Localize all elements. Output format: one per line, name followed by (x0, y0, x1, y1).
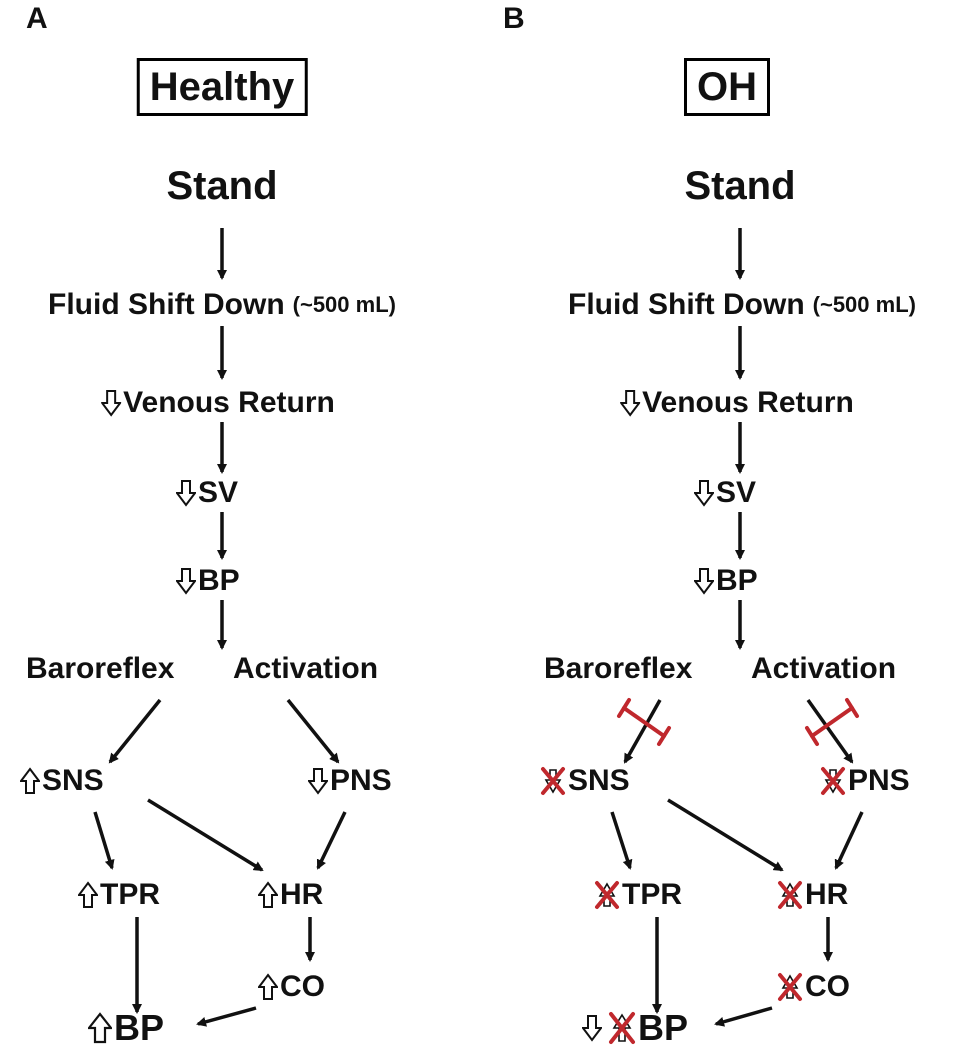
arrow-a-sns-tpr (93, 811, 115, 870)
panel-b-hr: HR (777, 880, 848, 910)
hr-label: HR (280, 878, 324, 911)
panel-a-sv: SV (176, 478, 238, 508)
arrow-a-sns-hr (147, 798, 264, 872)
fluid-amount: (~500 mL) (812, 292, 916, 317)
sns-label: SNS (568, 764, 630, 797)
panel-b-header: OH (684, 58, 770, 116)
down-outline-arrow-icon (620, 389, 641, 417)
bp-label: BP (716, 564, 758, 597)
hr-label: HR (805, 878, 849, 911)
arrow-b-baro-pns (806, 698, 854, 764)
up-outline-arrow-icon (20, 767, 40, 795)
panel-b-venous-return: Venous Return (620, 388, 854, 418)
panel-b-fluid-shift: Fluid Shift Down (~500 mL) (568, 290, 916, 320)
bp-final-label: BP (638, 1007, 689, 1048)
pns-label: PNS (848, 764, 910, 797)
red-inhibition-bar-icon (805, 698, 859, 746)
down-outline-arrow-icon (308, 767, 328, 795)
red-x-icon (594, 880, 620, 910)
panel-a-bp-final: BP (88, 1010, 164, 1046)
pns-label: PNS (330, 764, 392, 797)
down-outline-arrow-icon (176, 479, 196, 507)
arrow-a-co-bp (196, 1006, 257, 1027)
sv-label: SV (716, 476, 757, 509)
up-outline-arrow-icon (88, 1012, 112, 1044)
red-x-icon (608, 1011, 636, 1045)
down-outline-arrow-icon (694, 479, 714, 507)
panel-b-baroreflex: Baroreflex (544, 652, 693, 685)
tpr-label: TPR (100, 878, 160, 911)
bp-label: BP (198, 564, 240, 597)
panel-a-venous-return: Venous Return (101, 388, 335, 418)
fluid-shift-label: Fluid Shift Down (48, 288, 285, 321)
panel-b-activation: Activation (751, 652, 897, 685)
panel-a-tpr: TPR (78, 880, 160, 910)
panel-a-header: Healthy (136, 58, 308, 116)
arrow-a-baro-pns (286, 698, 340, 764)
panel-b-bp-final: BP (582, 1010, 688, 1046)
up-outline-arrow-icon (258, 973, 278, 1001)
sv-label: SV (198, 476, 239, 509)
panel-a-pns: PNS (308, 766, 392, 796)
down-outline-arrow-icon (582, 1014, 602, 1042)
bp-final-label: BP (114, 1007, 165, 1048)
panel-b-letter: B (503, 2, 525, 35)
panel-a-bp: BP (176, 566, 240, 596)
arrow-b-co-bp (714, 1006, 773, 1027)
co-label: CO (805, 970, 850, 1003)
co-label: CO (280, 970, 325, 1003)
arrow-b-baro-sns (623, 699, 662, 764)
sns-label: SNS (42, 764, 104, 797)
panel-a-letter: A (26, 2, 48, 35)
panel-a-co: CO (258, 972, 325, 1002)
panel-b-stand: Stand (684, 164, 796, 208)
venous-return-label: Venous Return (123, 386, 335, 419)
red-x-icon (540, 766, 566, 796)
arrow-b-sns-hr (667, 798, 784, 872)
panel-a-hr: HR (258, 880, 323, 910)
panel-a-activation: Activation (233, 652, 379, 685)
panel-b-co: CO (777, 972, 850, 1002)
panel-a-fluid-shift: Fluid Shift Down (~500 mL) (48, 290, 396, 320)
down-outline-arrow-icon (176, 567, 196, 595)
arrow-b-sns-tpr (610, 811, 633, 870)
arrow-a-baro-sns (108, 698, 162, 764)
panel-b-pns: PNS (820, 766, 910, 796)
panel-b-tpr: TPR (594, 880, 682, 910)
tpr-label: TPR (622, 878, 682, 911)
up-outline-arrow-icon (258, 881, 278, 909)
red-x-icon (777, 972, 803, 1002)
panel-b-sv: SV (694, 478, 756, 508)
arrow-a-pns-hr (316, 811, 347, 870)
red-inhibition-bar-icon (617, 698, 671, 746)
panel-a-baroreflex: Baroreflex (26, 652, 175, 685)
panel-b-sns: SNS (540, 766, 630, 796)
panel-b-bp: BP (694, 566, 758, 596)
venous-return-label: Venous Return (642, 386, 854, 419)
arrow-b-pns-hr (834, 811, 864, 870)
down-outline-arrow-icon (101, 389, 122, 417)
red-x-icon (777, 880, 803, 910)
fluid-shift-label: Fluid Shift Down (568, 288, 805, 321)
panel-a-sns: SNS (20, 766, 104, 796)
down-outline-arrow-icon (694, 567, 714, 595)
fluid-amount: (~500 mL) (292, 292, 396, 317)
red-x-icon (820, 766, 846, 796)
up-outline-arrow-icon (78, 881, 98, 909)
panel-a-stand: Stand (166, 164, 278, 208)
